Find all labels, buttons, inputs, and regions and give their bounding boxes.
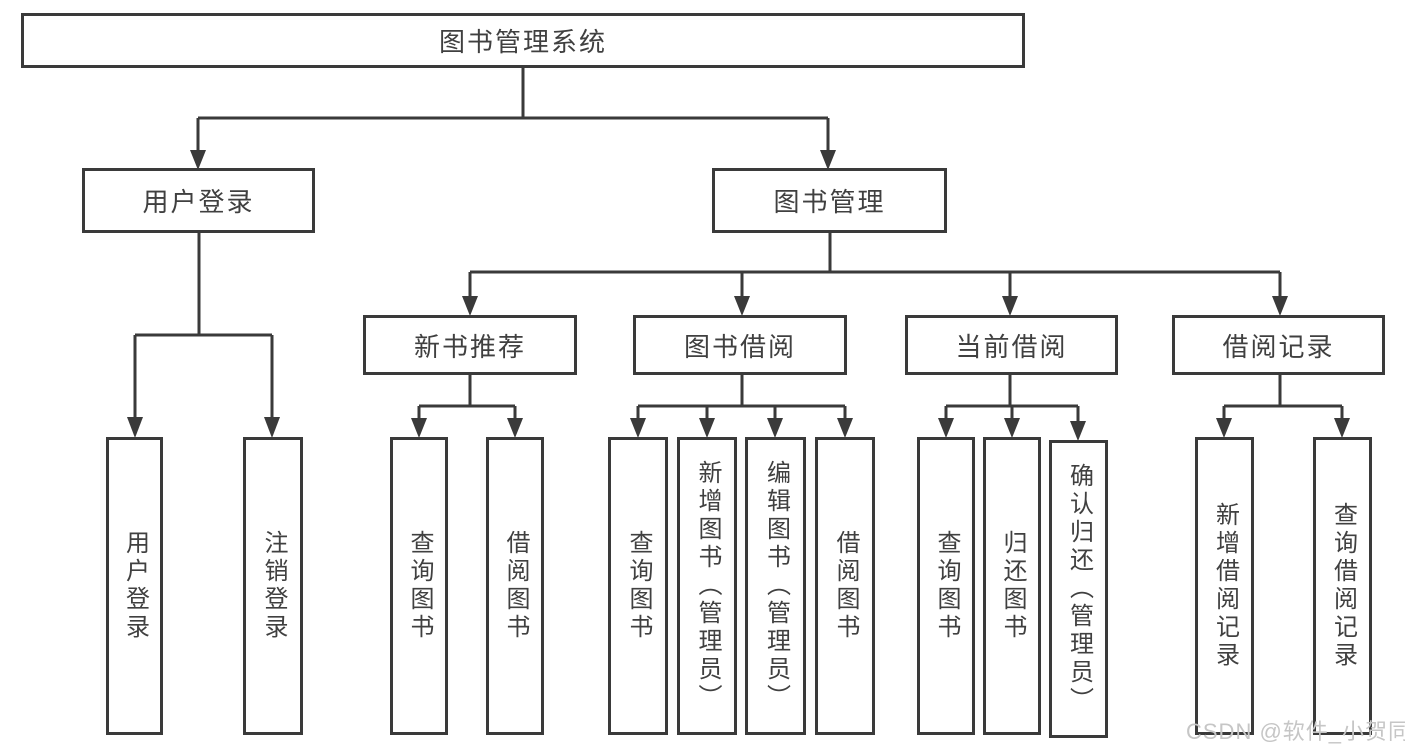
leaf-recommend-borrow-books-label: 借阅图书 (502, 530, 529, 642)
leaf-borrow-edit-books-admin: 编辑图书（管理员） (745, 437, 806, 735)
leaf-current-confirm-return-admin-label: 确认归还（管理员） (1065, 463, 1093, 715)
node-current-borrow-label: 当前借阅 (955, 331, 1068, 362)
leaf-records-query-record: 查询借阅记录 (1313, 437, 1372, 735)
leaf-borrow-add-books-admin-label: 新增图书（管理员） (694, 460, 721, 712)
leaf-recommend-borrow-books: 借阅图书 (486, 437, 544, 735)
node-borrow-records-label: 借阅记录 (1222, 331, 1335, 362)
leaf-borrow-borrow-books: 借阅图书 (815, 437, 875, 735)
node-root-label: 图书管理系统 (438, 27, 607, 57)
leaf-borrow-add-books-admin: 新增图书（管理员） (677, 437, 737, 735)
leaf-records-add-record-label: 新增借阅记录 (1211, 502, 1239, 670)
leaf-recommend-query-books-label: 查询图书 (406, 530, 433, 642)
leaf-current-return-books: 归还图书 (983, 437, 1041, 735)
arrowheads (127, 150, 1350, 441)
leaf-user-login: 用户登录 (106, 437, 163, 735)
leaf-borrow-edit-books-admin-label: 编辑图书（管理员） (762, 460, 790, 712)
leaf-borrow-borrow-books-label: 借阅图书 (832, 530, 859, 642)
node-current-borrow: 当前借阅 (905, 315, 1118, 375)
node-book-borrow: 图书借阅 (633, 315, 847, 375)
node-new-book-recommend: 新书推荐 (363, 315, 577, 375)
leaf-borrow-query-books: 查询图书 (608, 437, 668, 735)
leaf-current-confirm-return-admin: 确认归还（管理员） (1049, 440, 1108, 738)
leaf-current-query-books: 查询图书 (917, 437, 975, 735)
node-new-book-recommend-label: 新书推荐 (413, 331, 526, 362)
watermark: CSDN @软件_小贺同学 (1186, 719, 1405, 744)
node-book-management: 图书管理 (712, 168, 947, 233)
leaf-current-query-books-label: 查询图书 (933, 530, 960, 642)
node-book-management-label: 图书管理 (773, 187, 886, 217)
leaf-records-add-record: 新增借阅记录 (1195, 437, 1254, 735)
leaf-logout-label: 注销登录 (260, 530, 287, 642)
node-root: 图书管理系统 (21, 13, 1025, 68)
leaf-records-query-record-label: 查询借阅记录 (1329, 502, 1357, 670)
leaf-borrow-query-books-label: 查询图书 (625, 530, 652, 642)
node-borrow-records: 借阅记录 (1172, 315, 1385, 375)
node-book-borrow-label: 图书借阅 (683, 331, 796, 362)
leaf-recommend-query-books: 查询图书 (390, 437, 448, 735)
node-user-login: 用户登录 (82, 168, 315, 233)
node-user-login-label: 用户登录 (142, 187, 255, 217)
leaf-user-login-label: 用户登录 (121, 530, 149, 642)
leaf-current-return-books-label: 归还图书 (999, 530, 1026, 642)
leaf-logout: 注销登录 (243, 437, 303, 735)
